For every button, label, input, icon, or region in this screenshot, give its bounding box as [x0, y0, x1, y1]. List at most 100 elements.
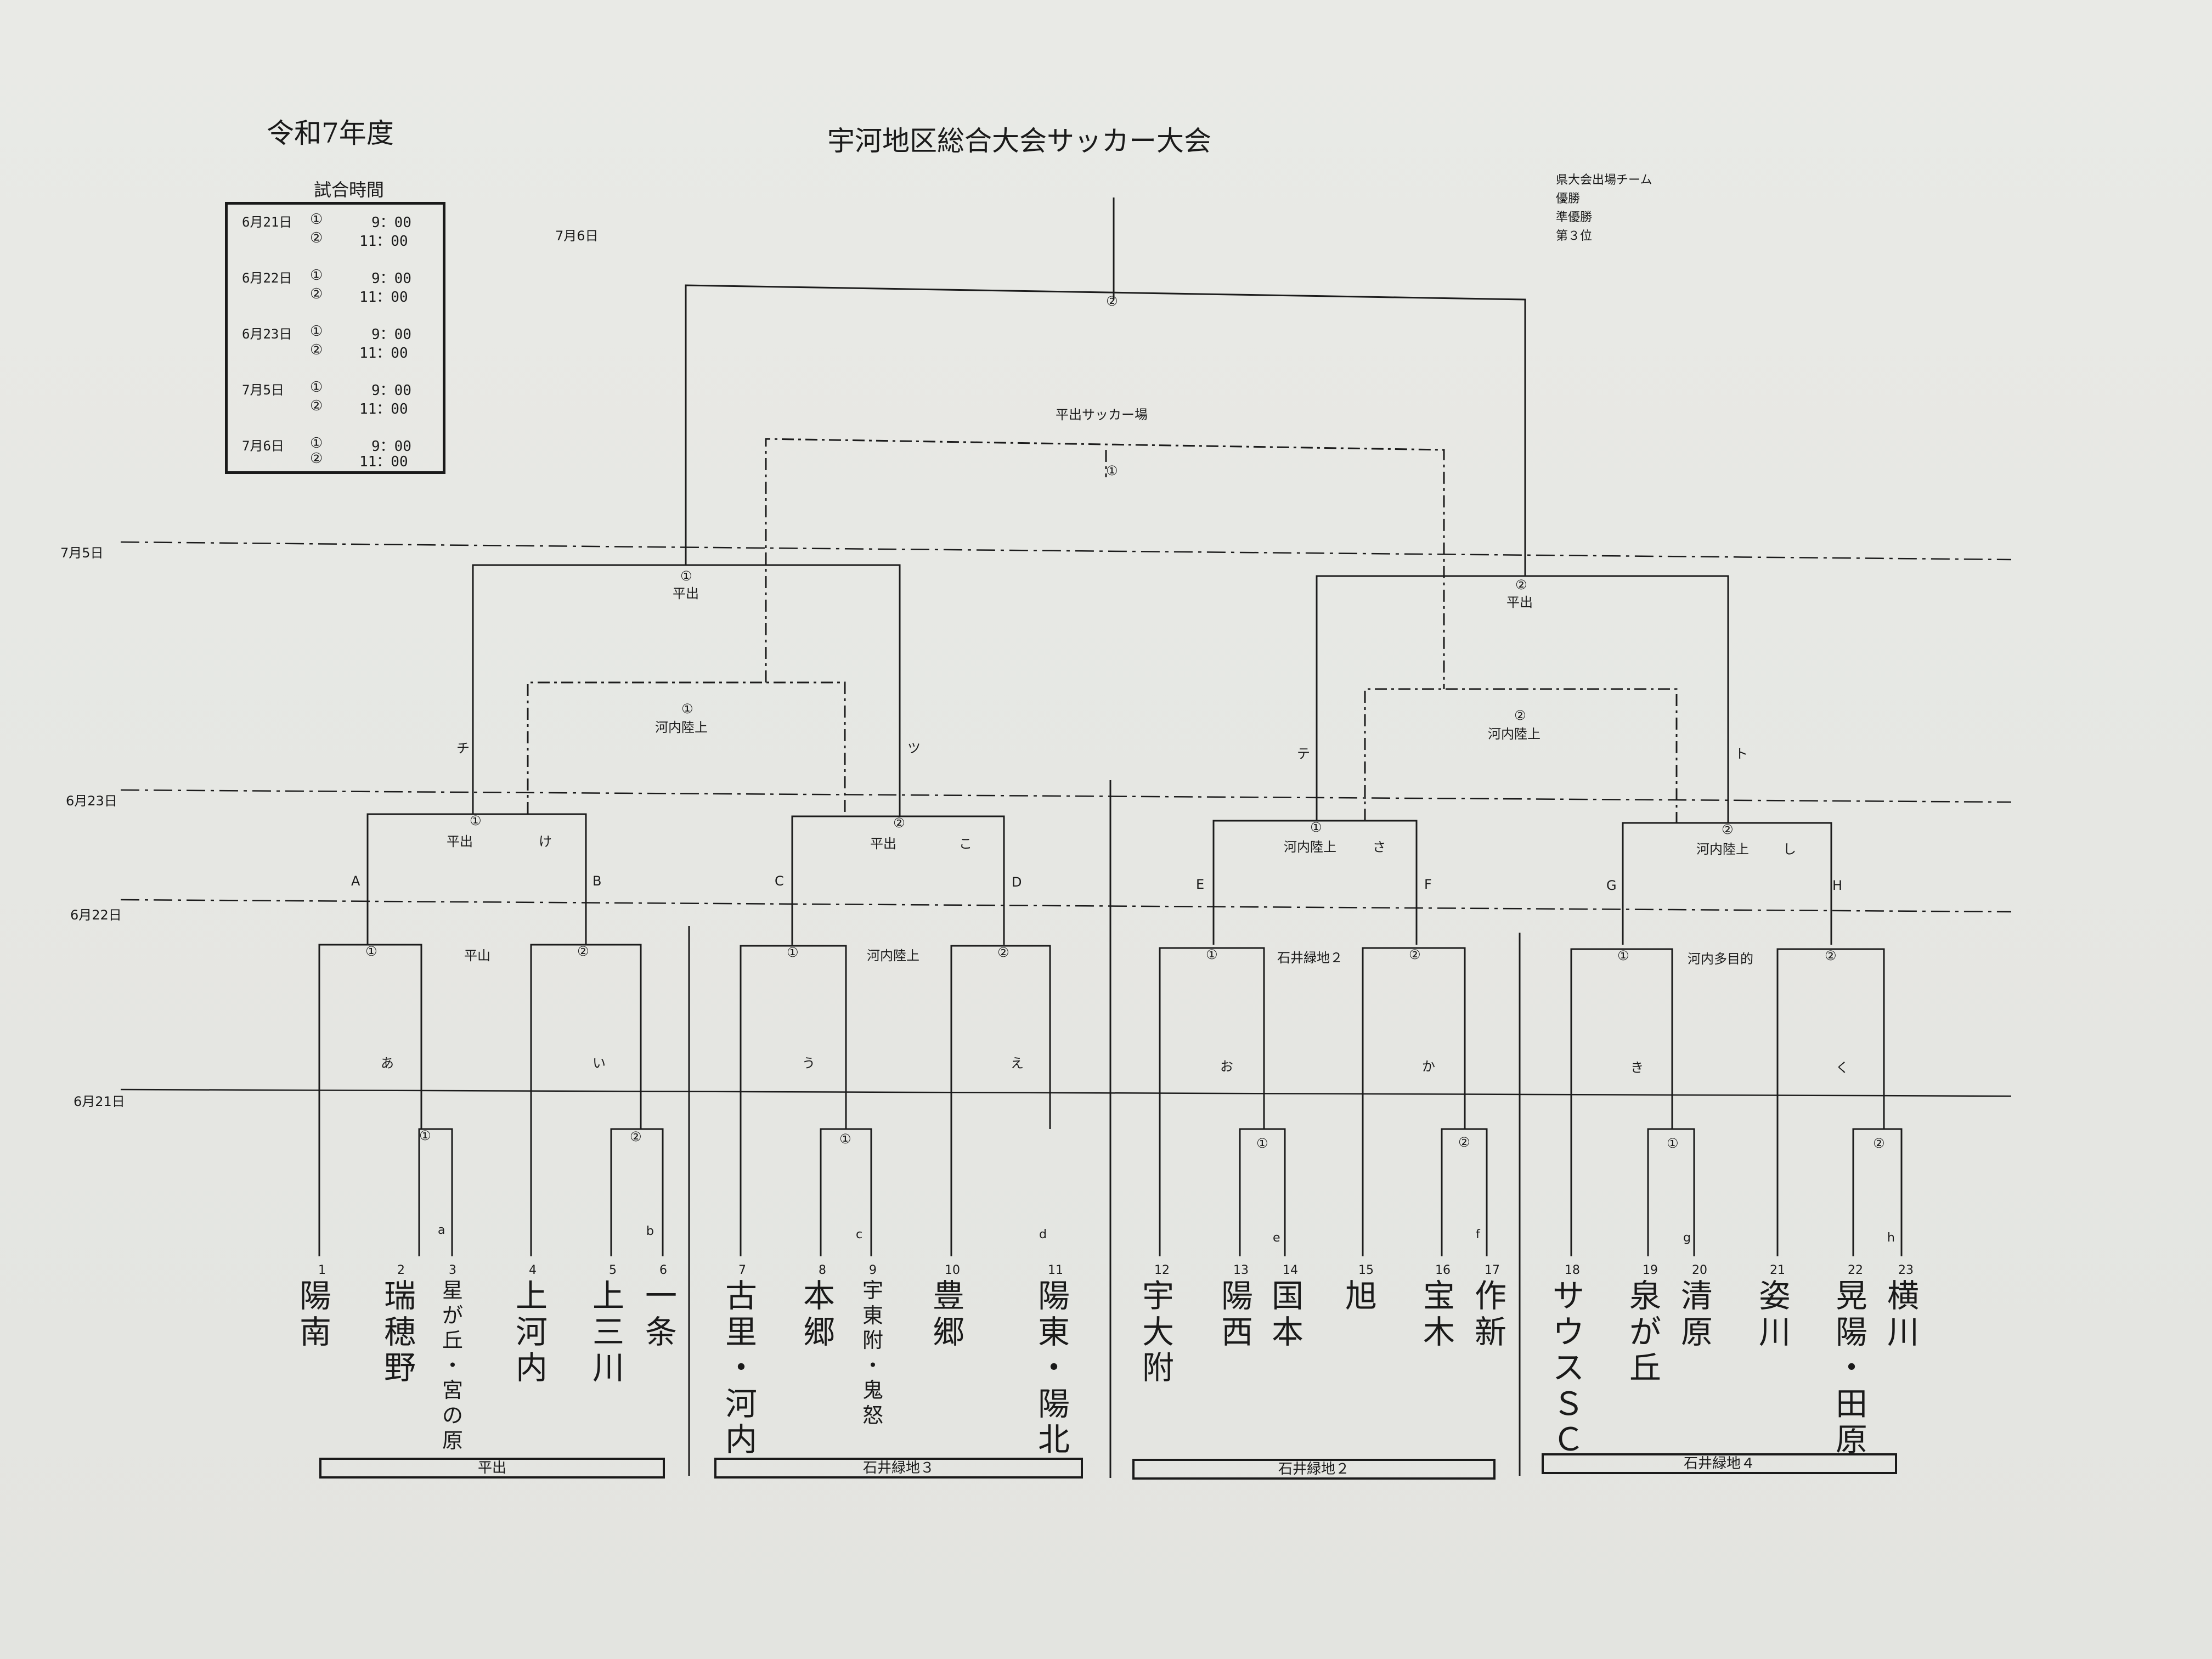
schedule-date: 7月6日 [242, 438, 284, 454]
consolation-bracket [527, 681, 846, 816]
r0-bracket [610, 1128, 664, 1256]
r2-venue: 河内陸上 [867, 948, 919, 963]
team-number: 14 [1283, 1263, 1298, 1277]
team-number: 16 [1435, 1263, 1451, 1277]
consolation-right-slot: ② [1514, 708, 1526, 723]
schedule-time: 9：00 [371, 438, 411, 455]
schedule-date: 6月23日 [242, 326, 292, 342]
r0-slot: ① [1667, 1136, 1679, 1151]
r0-bracket [418, 1128, 453, 1256]
semi-right-slot: ② [1515, 577, 1527, 592]
team-name: 陽東・陽北 [1038, 1277, 1070, 1459]
r1-bracket [1159, 947, 1265, 1256]
schedule-time: 11：00 [359, 289, 408, 306]
date-r3: 6月23日 [66, 793, 117, 809]
r1-bracket [950, 945, 1051, 1256]
r1-bracket [318, 944, 422, 1256]
team-name: 作新 [1475, 1277, 1507, 1351]
team-name: 国本 [1272, 1277, 1304, 1351]
qf-slot: ① [470, 813, 482, 828]
match-label: A [351, 873, 360, 889]
third-place-slot: ① [1106, 463, 1118, 478]
schedule-slot: ② [310, 230, 323, 246]
block-venue: 石井緑地３ [714, 1458, 1083, 1479]
semi-left-venue: 平出 [673, 586, 699, 601]
r0-label: c [856, 1228, 863, 1242]
team-name: 横川 [1887, 1277, 1920, 1351]
team-number: 20 [1692, 1263, 1707, 1277]
qf-venue: 平出 [447, 834, 473, 849]
team-number: 11 [1048, 1263, 1063, 1277]
r1-bracket [740, 945, 847, 1256]
qf-slot: ② [893, 815, 905, 831]
schedule-slot: ② [310, 286, 323, 302]
schedule-time: 11：00 [359, 401, 408, 417]
schedule-time: 11：00 [359, 345, 408, 362]
r0-label: f [1476, 1228, 1480, 1242]
team-name: 陽西 [1221, 1277, 1254, 1351]
r0-bracket [820, 1128, 872, 1256]
semi-left-slot: ① [680, 568, 692, 584]
r2-slot: ② [1825, 948, 1837, 963]
r1-bracket [1362, 947, 1466, 1256]
schedule-date: 6月21日 [242, 215, 292, 230]
schedule-slot: ① [310, 267, 323, 284]
schedule-slot: ② [310, 342, 323, 358]
qf-slot: ① [1310, 820, 1322, 835]
match-label: え [1011, 1056, 1024, 1071]
r1-bracket [1570, 948, 1673, 1256]
team-name: 星が丘・宮の原 [442, 1278, 464, 1453]
team-number: 17 [1485, 1263, 1500, 1277]
date-divider [120, 899, 2012, 913]
r2-slot: ② [577, 944, 589, 959]
team-number: 13 [1233, 1263, 1249, 1277]
schedule-date: 7月5日 [242, 382, 284, 398]
r0-bracket [1647, 1128, 1695, 1256]
schedule-slot: ② [310, 398, 323, 414]
r0-label: a [438, 1223, 445, 1237]
schedule-time: 11：00 [359, 233, 408, 250]
r0-slot: ① [419, 1128, 431, 1143]
r0-slot: ② [630, 1129, 642, 1144]
qf-slot: ② [1722, 822, 1734, 837]
legend-heading: 県大会出場チーム [1556, 173, 1652, 187]
date-semi: 7月5日 [60, 545, 104, 561]
schedule-table: 6月21日 ① 9：00 ② 11：00 6月22日 ① 9：00 ② 11：0… [225, 202, 445, 474]
team-name: 上三川 [592, 1277, 625, 1387]
match-label: B [592, 873, 602, 889]
r2-bracket [791, 815, 1005, 945]
schedule-date: 6月22日 [242, 270, 292, 286]
qf-label: し [1783, 842, 1796, 857]
team-number: 23 [1898, 1263, 1914, 1277]
team-number: 18 [1565, 1263, 1580, 1277]
r2-slot: ② [1409, 947, 1421, 962]
schedule-slot: ① [310, 211, 323, 228]
qf-venue: 河内陸上 [1284, 839, 1336, 855]
date-divider [120, 1088, 2012, 1097]
team-number: 19 [1643, 1263, 1658, 1277]
qf-bracket [472, 564, 901, 816]
block-venue: 石井緑地２ [1132, 1459, 1496, 1480]
schedule-time: 11：00 [359, 454, 408, 470]
match-label: チ [456, 741, 470, 756]
schedule-slot: ① [310, 323, 323, 340]
final-slot: ② [1106, 294, 1118, 309]
schedule-time: 9：00 [371, 382, 411, 399]
team-name: 上河内 [516, 1277, 548, 1387]
r0-slot: ② [1458, 1135, 1470, 1150]
third-place-bracket [765, 438, 1445, 689]
qf-label: け [539, 834, 552, 849]
r2-slot: ① [1617, 948, 1629, 963]
team-name: 清原 [1681, 1277, 1713, 1351]
team-number: 12 [1154, 1263, 1170, 1277]
semi-right-venue: 平出 [1506, 595, 1533, 610]
schedule-slot: ① [310, 435, 323, 452]
schedule-time: 9：00 [371, 215, 411, 231]
team-name: 晃陽・田原 [1836, 1277, 1868, 1459]
year-label: 令和7年度 [267, 117, 394, 149]
match-label: H [1832, 878, 1843, 893]
match-label: D [1012, 874, 1022, 890]
r0-label: b [646, 1224, 654, 1238]
